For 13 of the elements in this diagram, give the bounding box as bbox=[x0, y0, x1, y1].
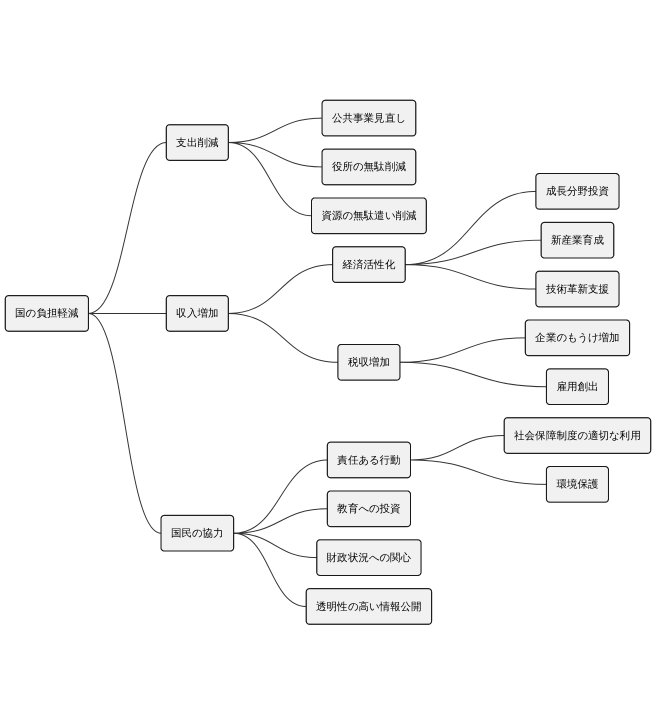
connector bbox=[88, 312, 162, 534]
connector bbox=[88, 142, 167, 314]
connector bbox=[399, 337, 526, 362]
connector bbox=[233, 532, 318, 558]
connector bbox=[228, 142, 312, 216]
connector bbox=[404, 264, 536, 290]
connector bbox=[233, 459, 328, 534]
connector bbox=[233, 532, 307, 607]
connector bbox=[410, 459, 547, 485]
connector bbox=[228, 312, 338, 362]
connector bbox=[233, 508, 328, 534]
connector bbox=[88, 312, 167, 314]
connector bbox=[399, 362, 547, 387]
